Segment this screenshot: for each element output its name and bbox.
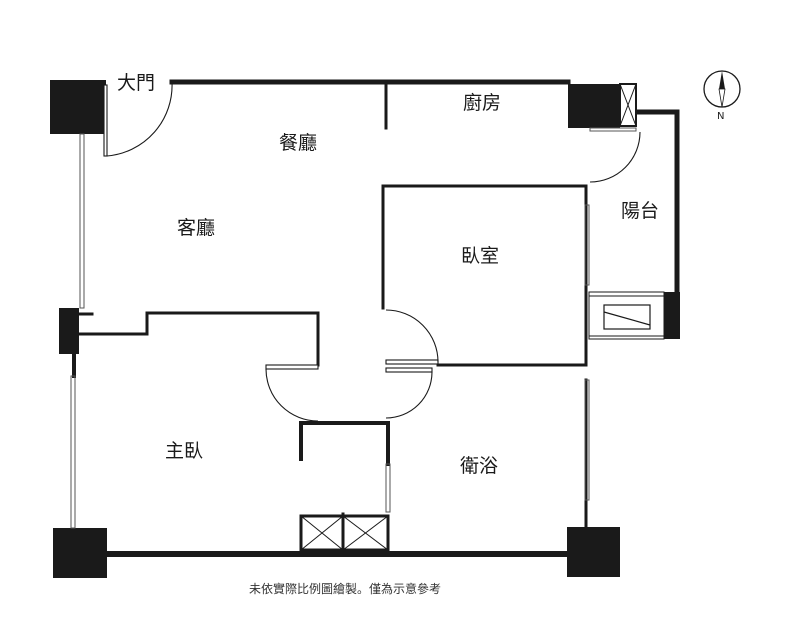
window-left-lower (70, 375, 76, 529)
label-balcony: 陽台 (621, 200, 660, 222)
wall-bedroom-outline (381, 184, 588, 365)
master-door-leaf (265, 364, 319, 370)
column-balcony (664, 292, 680, 339)
balcony-appliance (588, 291, 665, 340)
column-top-left (50, 80, 106, 134)
entrance-door-swing (106, 81, 173, 157)
footnote: 未依實際比例圖繪製。僅為示意參考 (249, 582, 442, 596)
bedroom-door-swing (385, 309, 439, 363)
column-kitchen (568, 84, 620, 128)
window-bath-inner (385, 463, 391, 513)
bath-door-swing (385, 371, 433, 419)
wall-bath-closet (299, 421, 390, 466)
shafts (299, 83, 637, 552)
window-bath-right (584, 379, 590, 501)
window-left-upper (79, 133, 85, 309)
bath-door-leaf (385, 367, 433, 373)
column-left-mid (59, 308, 79, 354)
compass-icon (703, 70, 741, 108)
label-bathroom: 衛浴 (460, 455, 499, 477)
columns (50, 80, 680, 578)
doors (103, 81, 641, 422)
label-master-bedroom: 主臥 (165, 440, 204, 462)
window-bedroom-balcony (584, 204, 590, 286)
label-kitchen: 廚房 (463, 92, 502, 114)
master-door-swing (265, 368, 319, 422)
label-bedroom: 臥室 (461, 245, 500, 267)
compass-north-label: N (717, 111, 725, 122)
bedroom-door-leaf (385, 359, 439, 365)
column-bottom-right (567, 527, 620, 577)
window-kitchen-sill (589, 127, 637, 132)
label-dining: 餐廳 (279, 132, 318, 154)
walls (72, 79, 680, 557)
closet-box-right (341, 514, 390, 552)
entrance-door-leaf (103, 84, 108, 157)
kitchen-door-swing (589, 131, 641, 183)
column-bottom-left (53, 528, 107, 578)
windows (70, 127, 637, 529)
label-entrance: 大門 (117, 72, 156, 94)
wall-master-top (77, 311, 320, 367)
label-living: 客廳 (177, 217, 216, 239)
wall-balcony-outer (635, 109, 680, 295)
kitchen-shaft (619, 83, 637, 127)
